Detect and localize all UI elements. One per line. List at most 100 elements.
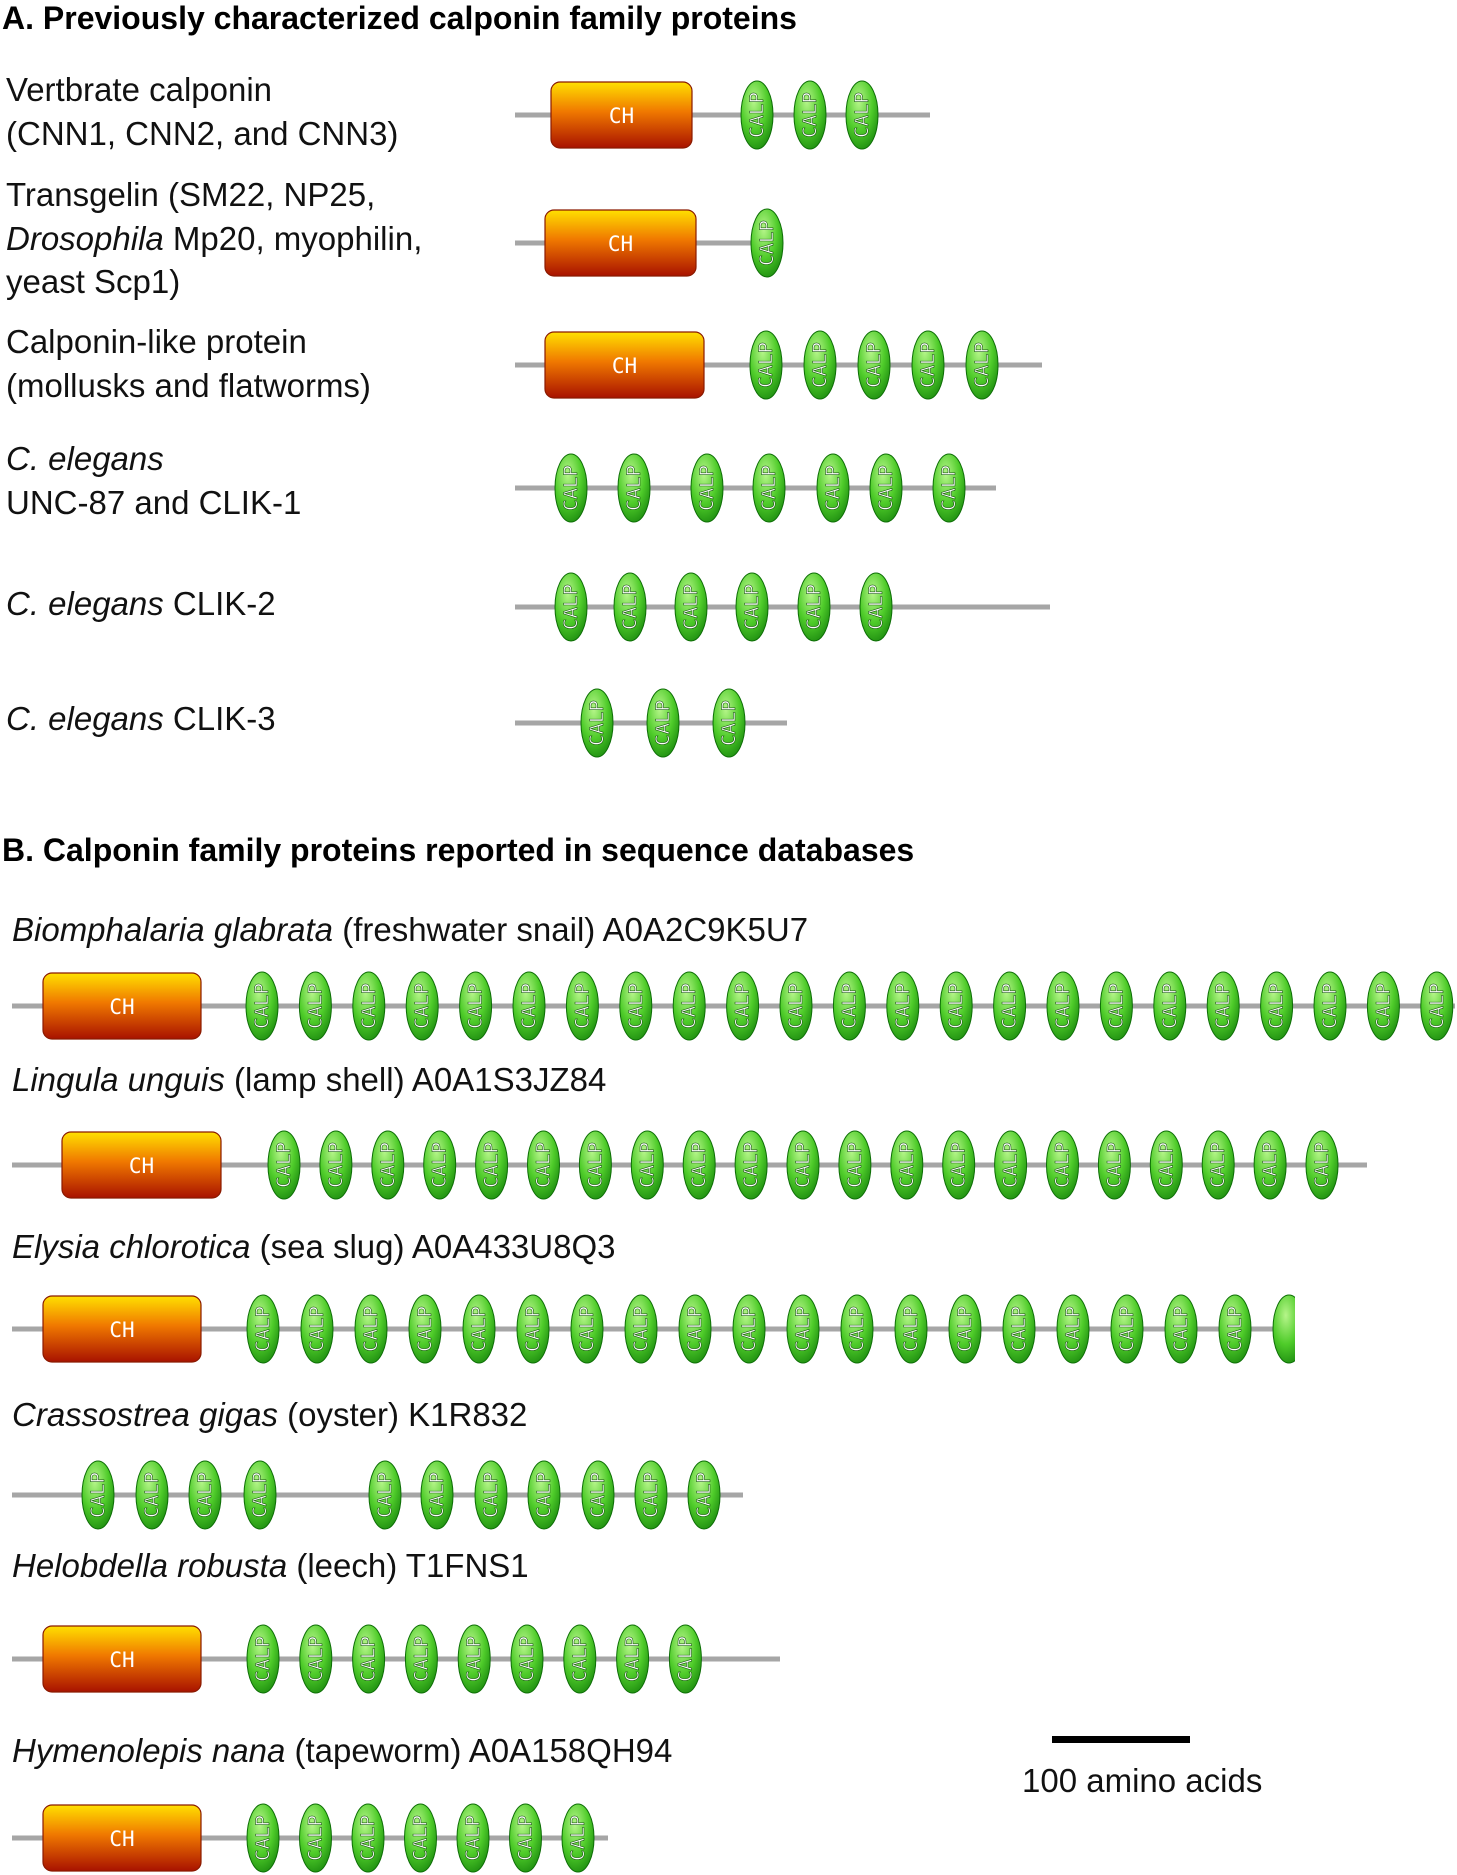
calp-domain: CALP <box>942 1130 976 1200</box>
ch-domain-label: CH <box>109 1827 134 1851</box>
calp-domain: CALP <box>672 971 706 1041</box>
calp-domain-label: CALP <box>481 1142 503 1188</box>
calp-domain: CALP <box>1201 1130 1235 1200</box>
calp-domain: CALP <box>300 1294 334 1364</box>
calp-domain: CALP <box>634 1460 668 1530</box>
calp-domain: CALP <box>869 453 903 523</box>
protein-label-line: Drosophila Mp20, myophilin, <box>6 217 422 261</box>
calp-domain-label: CALP <box>1224 1306 1246 1352</box>
calp-domain-label: CALP <box>87 1472 109 1518</box>
calp-domain-label: CALP <box>741 584 763 630</box>
calp-domain: CALP <box>299 1624 333 1694</box>
calp-domain-label: CALP <box>1159 983 1181 1029</box>
label-text-part: (sea slug) A0A433U8Q3 <box>250 1228 616 1265</box>
calp-domain: CALP <box>682 1130 716 1200</box>
label-italic-part: Crassostrea gigas <box>12 1396 278 1433</box>
calp-domain-label: CALP <box>625 983 647 1029</box>
calp-domain: CALP <box>894 1294 928 1364</box>
calp-domain-label: CALP <box>584 1142 606 1188</box>
calp-domain-label: CALP <box>792 1306 814 1352</box>
calp-domain: CALP <box>740 80 774 150</box>
label-italic-part: Drosophila <box>6 219 164 257</box>
calp-domain: CALP <box>646 688 680 758</box>
calp-domain-label: CALP <box>674 1636 696 1682</box>
calp-domain-label: CALP <box>522 1306 544 1352</box>
calp-domain-label: CALP <box>249 1472 271 1518</box>
label-text-part: (CNN1, CNN2, and CNN3) <box>6 114 399 152</box>
calp-domain: CALP <box>779 971 813 1041</box>
protein-label-line: Calponin-like protein <box>6 320 371 364</box>
ch-domain: CH <box>550 81 693 149</box>
label-italic-part: Biomphalaria glabrata <box>12 911 334 948</box>
ch-domain-label: CH <box>609 104 634 128</box>
calp-domain-label: CALP <box>141 1472 163 1518</box>
calp-domain-label: CALP <box>640 1472 662 1518</box>
panel-a-title: A. Previously characterized calponin fam… <box>2 0 797 36</box>
calp-domain-label: CALP <box>1103 1142 1125 1188</box>
calp-domain-label: CALP <box>623 465 645 511</box>
calp-domain-label: CALP <box>917 342 939 388</box>
protein-label-line: yeast Scp1) <box>6 260 422 304</box>
calp-domain: CALP <box>613 572 647 642</box>
calp-domain: CALP <box>267 1130 301 1200</box>
label-text-part: CLIK-2 <box>163 585 276 622</box>
calp-domain-label: CALP <box>515 1815 537 1861</box>
calp-domain: CALP <box>457 1624 491 1694</box>
calp-domain-label: CALP <box>622 1636 644 1682</box>
calp-domain: CALP <box>243 1460 277 1530</box>
calp-domain: CALP <box>1206 971 1240 1041</box>
ch-domain-label: CH <box>109 1318 134 1342</box>
calp-domain: CALP <box>668 1624 702 1694</box>
calp-domain-label: CALP <box>680 584 702 630</box>
calp-domain-label: CALP <box>571 983 593 1029</box>
label-text-part: UNC-87 and CLIK-1 <box>6 483 302 521</box>
label-text-part: Transgelin (SM22, NP25, <box>6 176 376 213</box>
calp-domain: CALP <box>246 1803 280 1873</box>
calp-domain-label: CALP <box>1052 983 1074 1029</box>
calp-domain: CALP <box>797 572 831 642</box>
label-text-part: CLIK-3 <box>163 700 276 737</box>
calp-domain: CALP <box>1420 971 1454 1041</box>
species-label: Helobdella robusta (leech) T1FNS1 <box>12 1546 529 1586</box>
calp-domain: CALP <box>1366 971 1400 1041</box>
calp-domain-label: CALP <box>533 1472 555 1518</box>
label-italic-part: Lingula unguis <box>12 1061 225 1098</box>
calp-domain: CALP <box>423 1130 457 1200</box>
calp-domain: CALP <box>405 971 439 1041</box>
species-label: Crassostrea gigas (oyster) K1R832 <box>12 1395 527 1435</box>
calp-domain-label: CALP <box>1266 983 1288 1029</box>
calp-domain: CALP <box>1097 1130 1131 1200</box>
calp-domain-label: CALP <box>1105 983 1127 1029</box>
label-text-part: (tapeworm) A0A158QH94 <box>285 1732 673 1769</box>
ch-domain: CH <box>544 209 697 277</box>
label-italic-part: Elysia chlorotica <box>12 1228 251 1265</box>
protein-label-line: Transgelin (SM22, NP25, <box>6 173 422 217</box>
calp-domain: CALP <box>1253 1130 1287 1200</box>
ch-domain: CH <box>42 972 202 1040</box>
ch-domain: CH <box>544 331 705 399</box>
calp-domain-label: CALP <box>426 1472 448 1518</box>
calp-domain: CALP <box>459 971 493 1041</box>
calp-domain-label: CALP <box>429 1142 451 1188</box>
ch-domain-label: CH <box>109 1648 134 1672</box>
calp-domain-label: CALP <box>999 983 1021 1029</box>
calp-domain: CALP <box>687 1460 721 1530</box>
calp-domain-label: CALP <box>1000 1142 1022 1188</box>
ch-domain: CH <box>42 1804 202 1872</box>
calp-domain: CALP <box>456 1803 490 1873</box>
label-text-part: Vertbrate calponin <box>6 71 273 108</box>
label-text-part: (leech) T1FNS1 <box>287 1547 529 1584</box>
calp-domain-label: CALP <box>822 465 844 511</box>
label-text-part: (freshwater snail) A0A2C9K5U7 <box>333 911 809 948</box>
calp-domain: CALP <box>1149 1130 1183 1200</box>
calp-domain-label: CALP <box>630 1306 652 1352</box>
calp-domain: CALP <box>188 1460 222 1530</box>
calp-domain-label: CALP <box>732 983 754 1029</box>
calp-domain-label: CALP <box>756 220 778 266</box>
calp-domain: CALP <box>786 1294 820 1364</box>
calp-domain-label: CALP <box>1311 1142 1333 1188</box>
calp-domain-label: CALP <box>1207 1142 1229 1188</box>
calp-domain: CALP <box>527 1130 560 1200</box>
calp-domain-label: CALP <box>358 983 380 1029</box>
protein-label: Transgelin (SM22, NP25, Drosophila Mp20, … <box>6 173 422 304</box>
